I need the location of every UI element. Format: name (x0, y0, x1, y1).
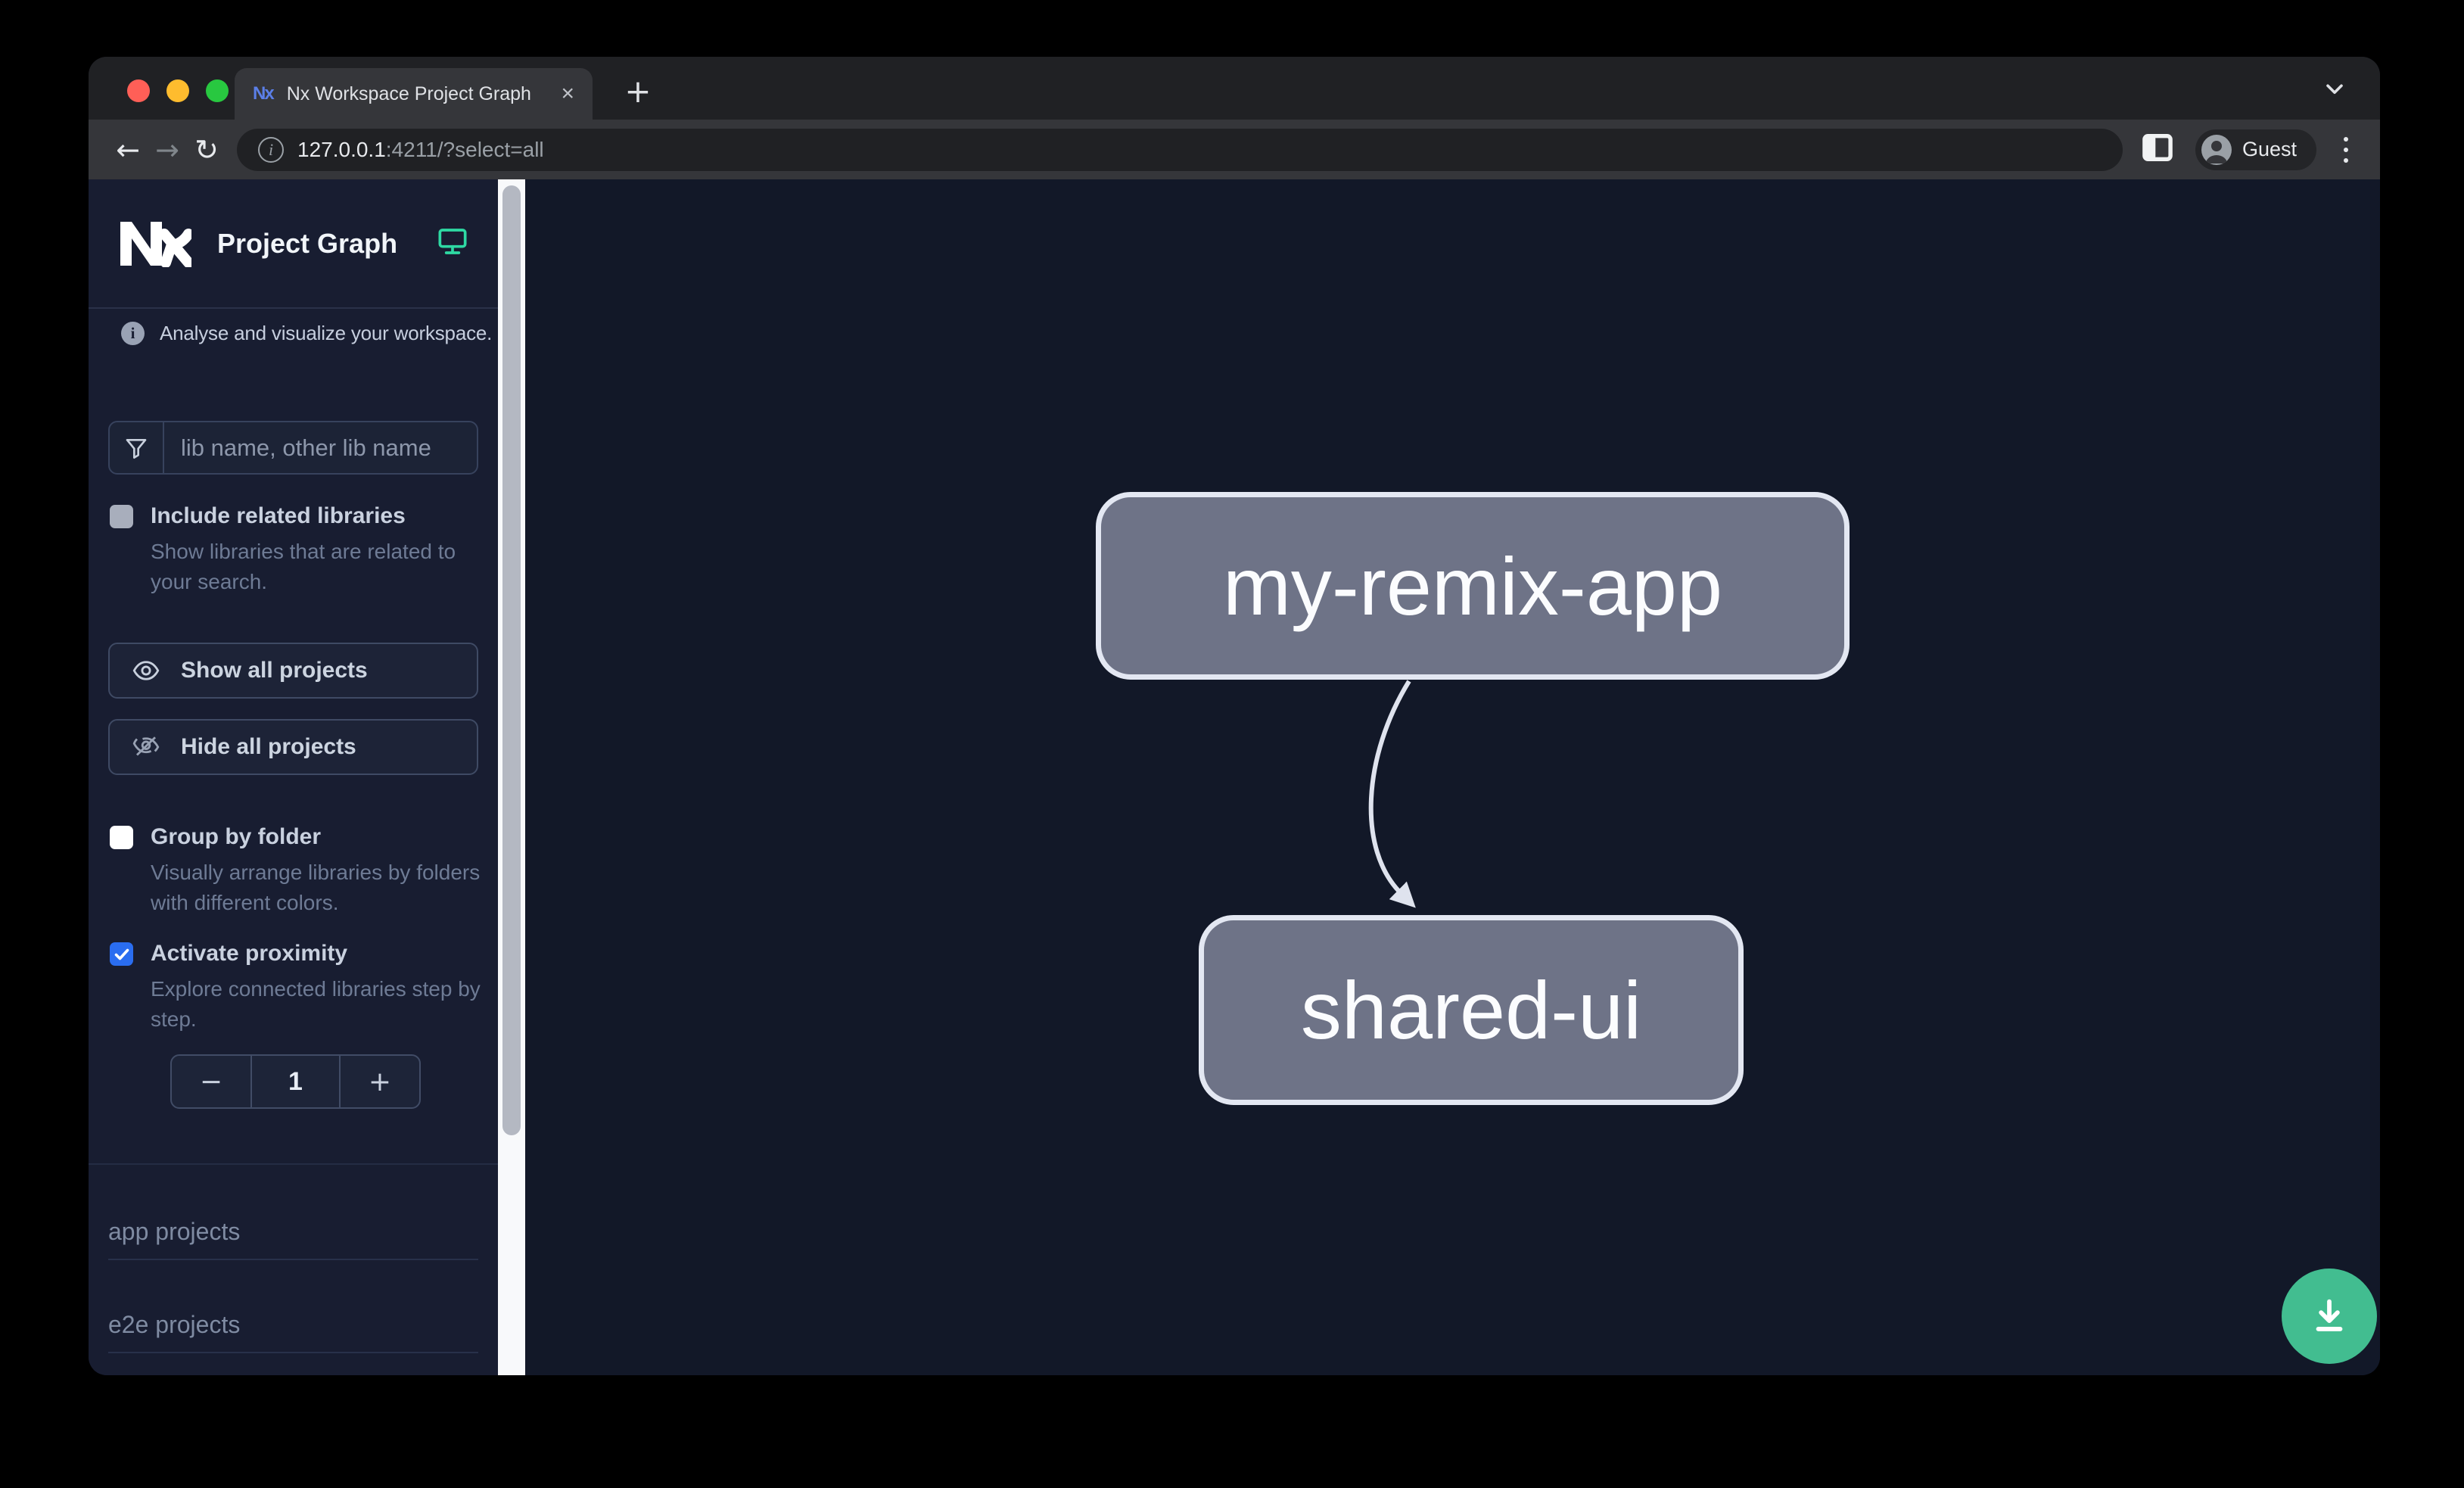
group-by-folder-label: Group by folder (151, 824, 321, 849)
sidebar: Project Graph i Analyse and visualize yo… (89, 179, 498, 1375)
monitor-icon[interactable] (437, 227, 468, 260)
url-text: 127.0.0.1:4211/?select=all (297, 138, 544, 162)
avatar-icon (2201, 134, 2232, 165)
filter-funnel-icon (110, 422, 164, 473)
browser-window: Nx Nx Workspace Project Graph × + ← → ↻ … (89, 57, 2380, 1375)
include-related-label: Include related libraries (151, 503, 406, 528)
browser-tab[interactable]: Nx Nx Workspace Project Graph × (235, 68, 593, 120)
info-icon: i (121, 322, 145, 345)
activate-proximity-description: Explore connected libraries step by step… (151, 977, 481, 1031)
node-label: shared-ui (1300, 964, 1642, 1056)
profile-button[interactable]: Guest (2195, 129, 2316, 170)
back-button[interactable]: ← (116, 132, 140, 167)
profile-name: Guest (2242, 138, 2297, 160)
sidebar-header: Project Graph (89, 179, 498, 309)
new-tab-button[interactable]: + (624, 72, 652, 110)
hide-all-projects-label: Hide all projects (181, 734, 356, 759)
check-icon (114, 948, 129, 960)
graph-node-my-remix-app[interactable]: my-remix-app (1096, 492, 1850, 680)
node-label: my-remix-app (1222, 540, 1723, 632)
group-by-folder-option: Group by folder Visually arrange librari… (110, 822, 487, 918)
browser-menu-icon[interactable] (2339, 132, 2353, 167)
graph-node-shared-ui[interactable]: shared-ui (1199, 915, 1744, 1105)
url-host: 127.0.0.1 (297, 137, 386, 161)
increment-button[interactable]: + (368, 1066, 392, 1097)
page-title: Project Graph (217, 227, 398, 259)
workspace-tagline-row: i Analyse and visualize your workspace. (121, 322, 493, 345)
activate-proximity-label: Activate proximity (151, 941, 348, 966)
side-panel-icon[interactable] (2142, 134, 2173, 165)
scrollbar-thumb[interactable] (502, 185, 521, 1135)
site-info-icon[interactable]: i (258, 136, 284, 163)
hide-all-projects-button[interactable]: Hide all projects (108, 719, 478, 775)
group-by-folder-description: Visually arrange libraries by folders wi… (151, 861, 481, 914)
activate-proximity-checkbox[interactable] (110, 942, 133, 966)
traffic-lights (127, 79, 229, 102)
tab-close-icon[interactable]: × (561, 81, 574, 106)
graph-canvas[interactable]: my-remix-app shared-ui (525, 179, 2380, 1375)
tab-title: Nx Workspace Project Graph (286, 82, 531, 104)
library-filter (108, 421, 478, 475)
download-graph-button[interactable] (2282, 1269, 2377, 1364)
search-input[interactable] (164, 422, 477, 473)
proximity-depth-stepper: − 1 + (170, 1054, 421, 1109)
address-bar[interactable]: i 127.0.0.1:4211/?select=all (237, 128, 2123, 171)
include-related-option: Include related libraries Show libraries… (110, 501, 487, 597)
nx-logo (120, 221, 191, 267)
workspace-tagline: Analyse and visualize your workspace. (160, 322, 493, 344)
forward-button[interactable]: → (155, 132, 179, 167)
sidebar-divider (89, 1163, 498, 1165)
download-icon (2316, 1299, 2343, 1331)
dependency-edge (1368, 680, 1416, 908)
toolbar-right-cluster: Guest (2142, 129, 2353, 170)
nx-favicon-icon: Nx (253, 83, 275, 104)
section-e2e-projects: e2e projects (108, 1311, 478, 1353)
activate-proximity-option: Activate proximity Explore connected lib… (110, 939, 487, 1035)
group-by-folder-checkbox[interactable] (110, 826, 133, 849)
sidebar-scrollbar[interactable] (498, 179, 525, 1375)
zoom-window-button[interactable] (206, 79, 229, 102)
minimize-window-button[interactable] (166, 79, 189, 102)
reload-button[interactable]: ↻ (194, 132, 219, 167)
decrement-button[interactable]: − (199, 1066, 223, 1097)
page-content: Project Graph i Analyse and visualize yo… (89, 179, 2380, 1375)
eye-icon (132, 661, 160, 680)
close-window-button[interactable] (127, 79, 150, 102)
section-app-projects: app projects (108, 1218, 478, 1260)
show-all-projects-button[interactable]: Show all projects (108, 643, 478, 699)
eye-off-icon (132, 736, 160, 756)
url-path: :4211/?select=all (385, 137, 544, 161)
proximity-depth-value: 1 (250, 1056, 341, 1107)
browser-toolbar: ← → ↻ i 127.0.0.1:4211/?select=all Guest (89, 120, 2380, 179)
show-all-projects-label: Show all projects (181, 658, 368, 683)
include-related-description: Show libraries that are related to your … (151, 540, 456, 593)
tab-strip: Nx Nx Workspace Project Graph × + (89, 57, 2380, 120)
chevron-down-icon[interactable] (2321, 75, 2348, 106)
include-related-checkbox[interactable] (110, 505, 133, 528)
